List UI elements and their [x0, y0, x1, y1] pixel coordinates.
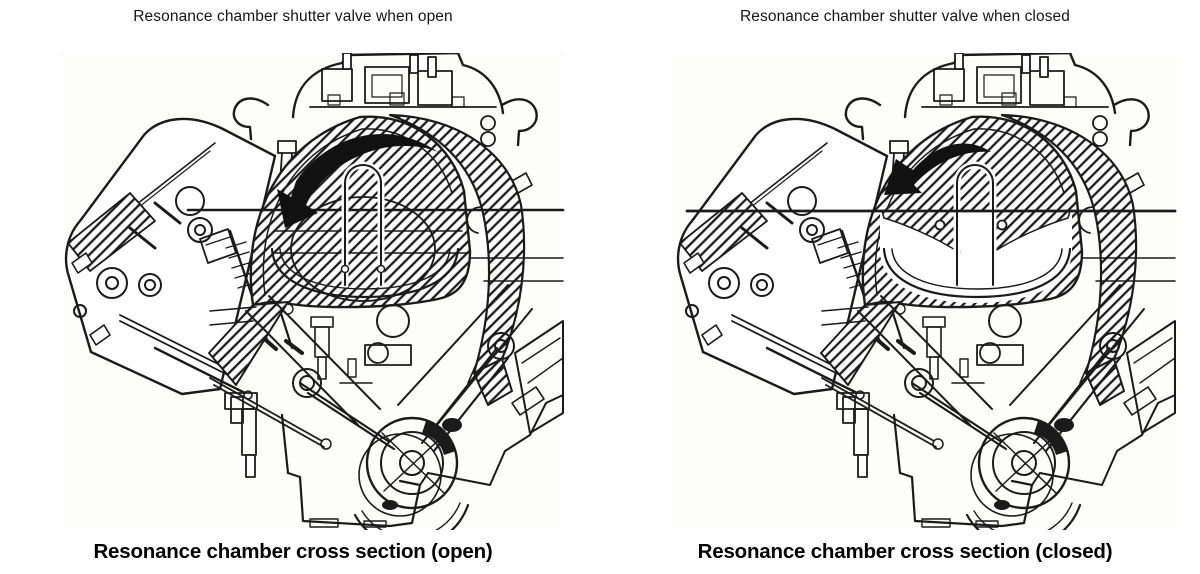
- engine-closed-drawing: [672, 53, 1177, 530]
- caption-top-open: Resonance chamber shutter valve when ope…: [133, 8, 453, 25]
- caption-bottom-closed: Resonance chamber cross section (closed): [697, 540, 1113, 563]
- caption-bottom-open: Resonance chamber cross section (open): [93, 540, 493, 563]
- engine-cross-section-closed-figure: [672, 53, 1177, 530]
- engine-cross-section-open-figure: [60, 53, 565, 530]
- engine-open-drawing: [60, 53, 565, 530]
- caption-top-closed: Resonance chamber shutter valve when clo…: [740, 8, 1070, 25]
